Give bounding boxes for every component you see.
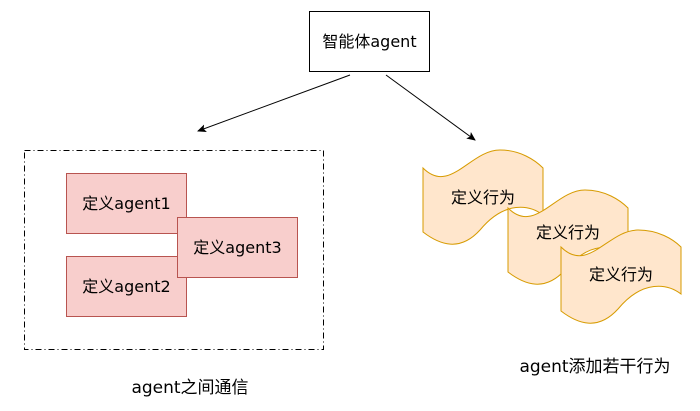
behavior-node-2[interactable]: 定义行为 — [507, 189, 629, 285]
agent-node-3[interactable]: 定义agent3 — [177, 217, 298, 278]
behavior-node-3-label: 定义行为 — [589, 265, 653, 284]
agent-node-2-label: 定义agent2 — [82, 277, 170, 296]
agent-node-2[interactable]: 定义agent2 — [66, 256, 187, 317]
behavior-node-1[interactable]: 定义行为 — [422, 149, 544, 245]
behaviors-group-caption: agent添加若干行为 — [519, 357, 670, 377]
agents-group-caption: agent之间通信 — [131, 378, 248, 398]
arrow-to-behaviors[interactable] — [385, 74, 476, 141]
agent-node-3-label: 定义agent3 — [193, 238, 281, 257]
behavior-node-2-label: 定义行为 — [536, 223, 600, 242]
root-node-label: 智能体agent — [322, 32, 416, 51]
arrow-to-agents[interactable] — [197, 74, 351, 132]
agent-node-1-label: 定义agent1 — [82, 194, 170, 213]
behavior-node-3[interactable]: 定义行为 — [560, 229, 682, 324]
root-node[interactable]: 智能体agent — [309, 11, 430, 72]
behavior-node-1-label: 定义行为 — [451, 188, 515, 207]
agent-node-1[interactable]: 定义agent1 — [66, 173, 187, 234]
